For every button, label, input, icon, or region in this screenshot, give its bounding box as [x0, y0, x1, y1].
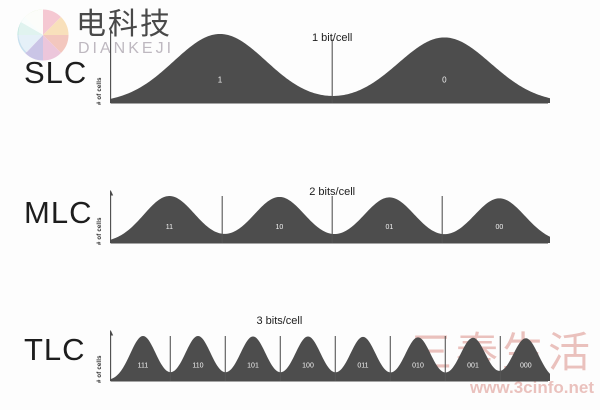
bits-per-cell-label-slc: 1 bit/cell [312, 32, 353, 44]
level-value-label: 0 [442, 75, 447, 84]
row-label-mlc: MLC [24, 195, 93, 230]
distribution-svg-tlc: 111 110 101 100 011 010 001 000 [110, 330, 550, 382]
level-value-label: 100 [302, 363, 314, 370]
plot-axes [110, 31, 548, 104]
plot-axes [110, 333, 548, 382]
level-value-label: 110 [192, 363, 203, 370]
distribution-curves [110, 335, 550, 381]
row-label-tlc: TLC [24, 332, 86, 367]
distribution-svg-mlc: 11 10 01 00 [110, 190, 550, 244]
level-value-label: 010 [412, 363, 424, 370]
level-value-label: 101 [247, 363, 259, 370]
plot-area-mlc: 11 10 01 00 [110, 190, 550, 246]
y-axis-label-slc: # of cells [97, 77, 103, 105]
level-value-label: 111 [138, 363, 149, 370]
level-value-label: 11 [166, 224, 173, 231]
level-value-label: 10 [276, 224, 284, 231]
bits-per-cell-label-tlc: 3 bits/cell [256, 315, 303, 327]
level-value-label: 01 [386, 224, 394, 231]
plot-area-tlc: 111 110 101 100 011 010 001 000 [110, 330, 550, 384]
y-axis-arrow-icon [110, 28, 114, 34]
y-axis-label-tlc: # of cells [97, 355, 103, 383]
y-axis-label-mlc: # of cells [97, 217, 103, 245]
level-value-label: 000 [520, 363, 532, 370]
level-value-label: 1 [218, 75, 223, 84]
y-axis-arrow-icon [110, 330, 114, 336]
plot-axes [110, 193, 548, 244]
row-label-slc: SLC [24, 55, 88, 90]
level-value-label: 001 [467, 363, 479, 370]
bits-per-cell-label-mlc: 2 bits/cell [309, 186, 356, 198]
y-axis-arrow-icon [110, 190, 114, 196]
distribution-curves [110, 34, 550, 103]
level-value-label: 00 [496, 224, 504, 231]
distribution-curves [110, 196, 550, 243]
level-value-label: 011 [357, 363, 368, 370]
